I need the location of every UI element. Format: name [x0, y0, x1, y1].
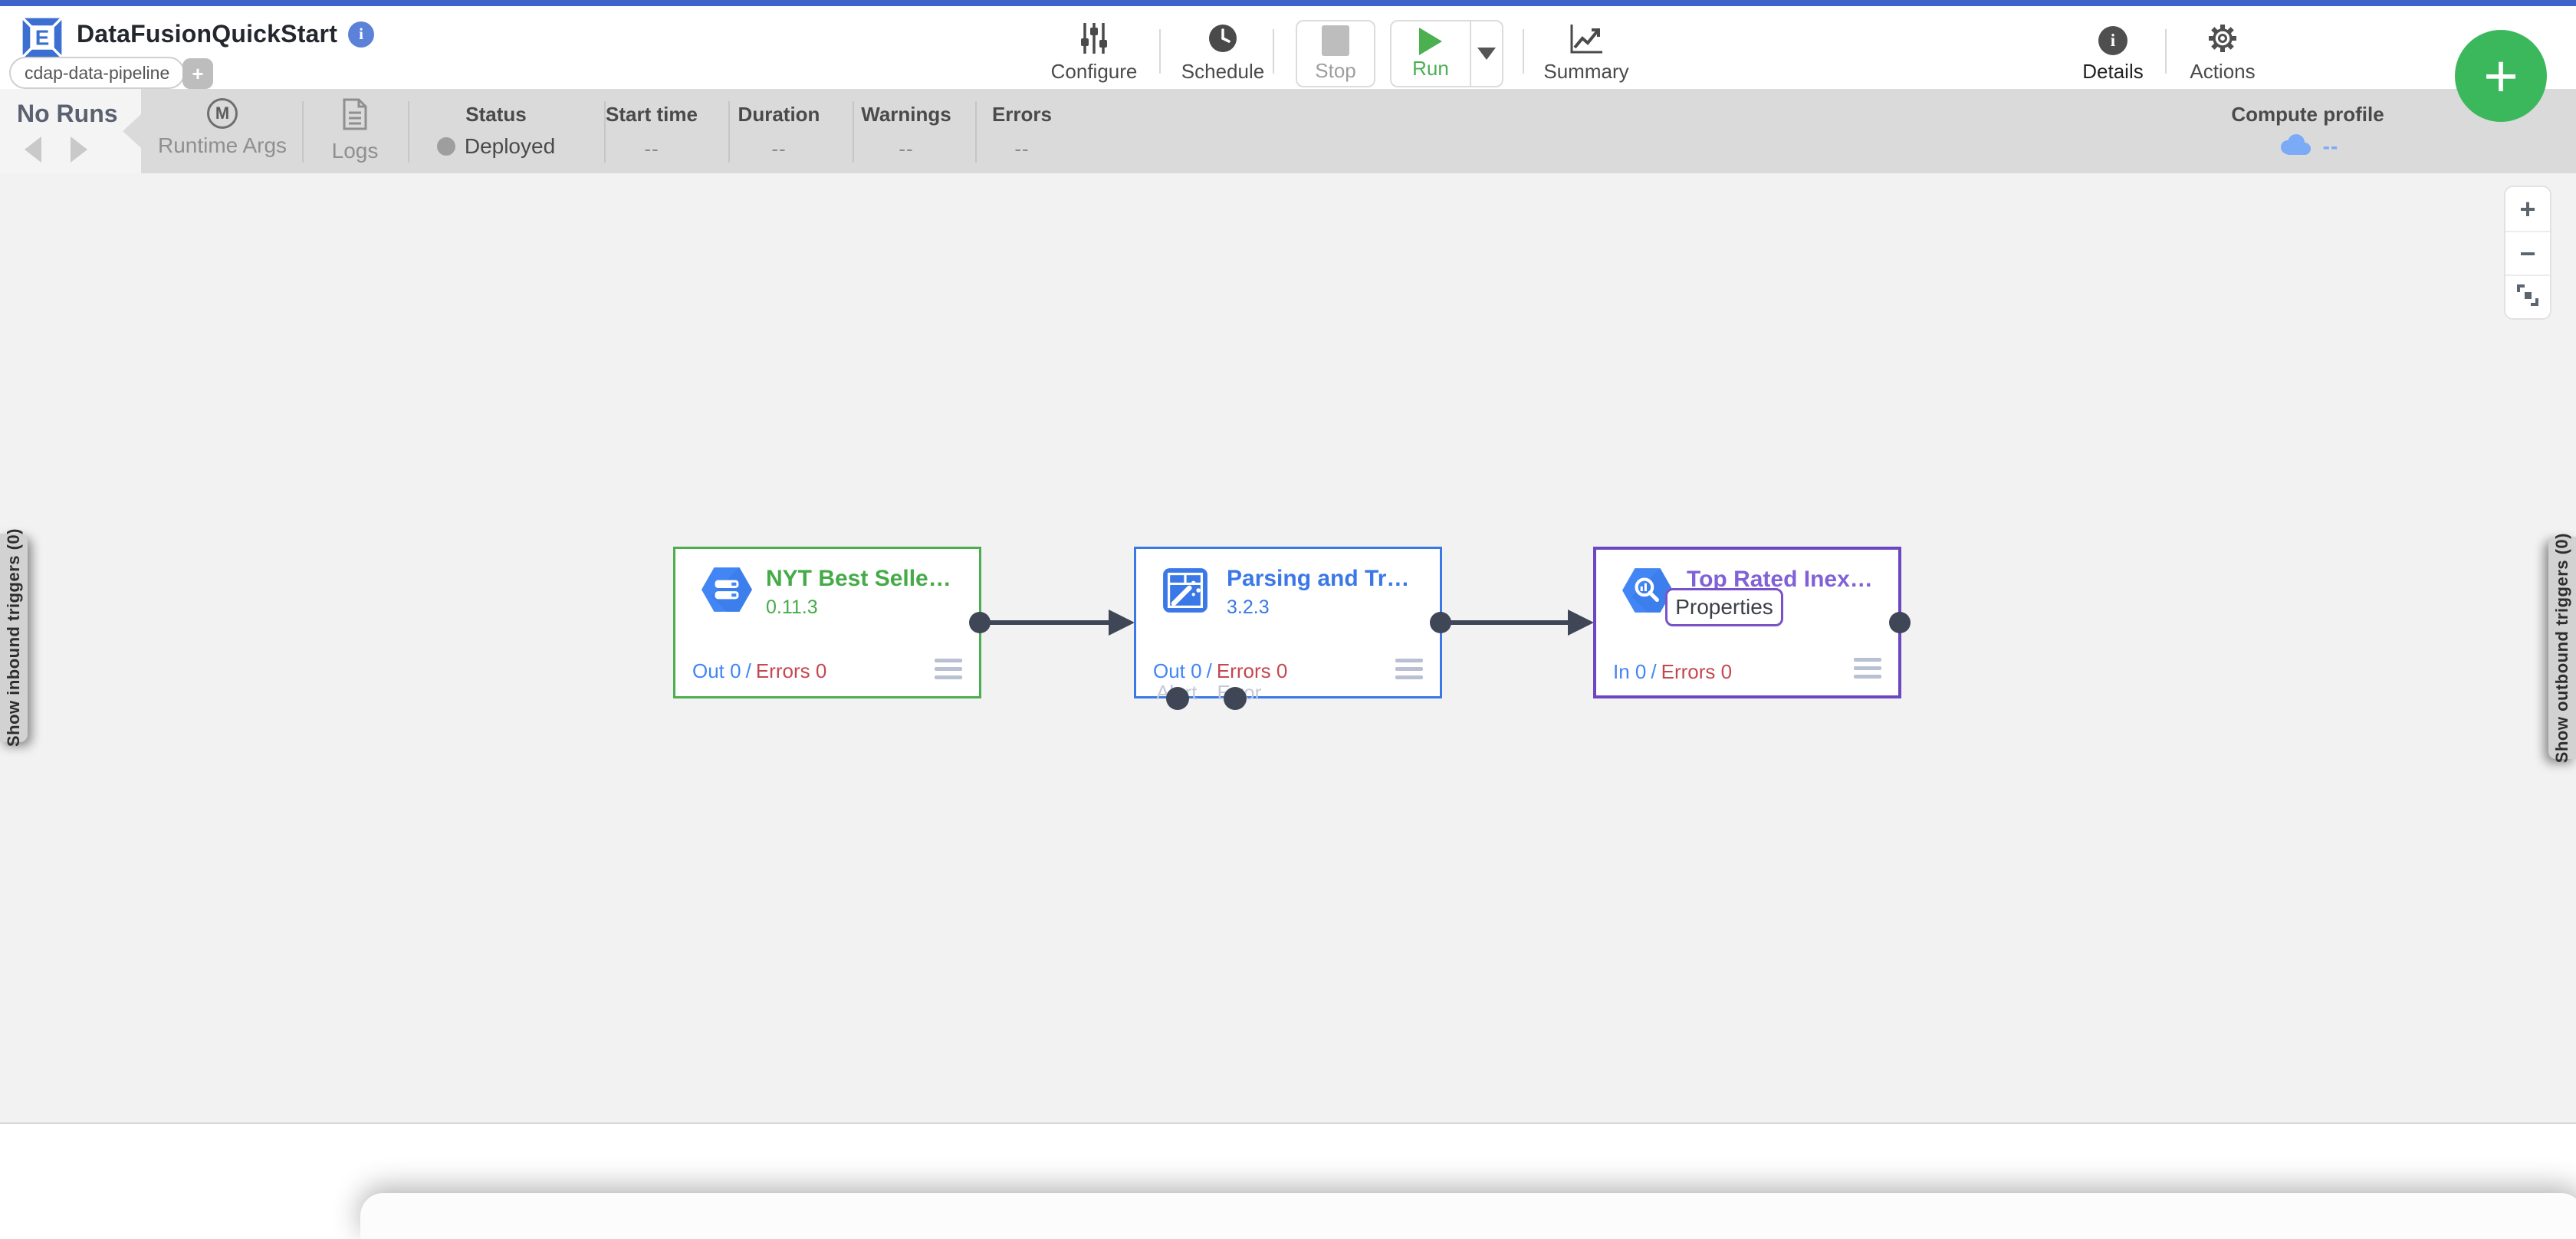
arrowhead-icon — [1568, 610, 1594, 636]
pipeline-info-icon[interactable]: i — [348, 21, 375, 48]
no-runs-label: No Runs — [17, 100, 118, 127]
duration-column: Duration -- — [738, 103, 820, 160]
add-tag-button[interactable]: + — [182, 58, 213, 89]
cdap-logo-icon: E — [20, 15, 64, 60]
divider — [1273, 29, 1274, 74]
divider — [853, 101, 854, 163]
info-circle-icon: i — [2098, 18, 2128, 55]
arrowhead-icon — [1109, 610, 1135, 636]
sink-hexagon-icon — [1622, 568, 1673, 616]
next-run-arrow[interactable] — [71, 136, 87, 163]
logo-letter: E — [35, 26, 50, 50]
outbound-triggers-tab[interactable]: Show outbound triggers (0) — [2548, 533, 2576, 763]
gear-icon — [2206, 18, 2239, 55]
source-hexagon-icon — [702, 567, 752, 616]
configure-button[interactable]: Configure — [1037, 18, 1152, 89]
node-nyt-best-sellers[interactable]: NYT Best Selle… 0.11.3 Out 0/Errors 0 — [673, 547, 981, 698]
details-button[interactable]: i Details — [2065, 18, 2160, 89]
previous-run-arrow[interactable] — [25, 136, 41, 163]
pipeline-type-chip: cdap-data-pipeline — [9, 57, 186, 89]
node-properties-button[interactable]: Properties — [1665, 588, 1783, 626]
start-time-column: Start time -- — [606, 103, 698, 160]
clock-icon — [1206, 18, 1240, 55]
status-dot-icon — [436, 137, 455, 156]
node-metrics: Out 0/Errors 0 — [1153, 659, 1288, 682]
caret-down-icon — [1477, 48, 1496, 60]
divider — [975, 101, 977, 163]
error-port[interactable] — [1224, 687, 1247, 710]
run-button-group: Run — [1390, 20, 1503, 87]
app-header: E DataFusionQuickStart i cdap-data-pipel… — [0, 6, 2576, 89]
output-port[interactable] — [1430, 612, 1451, 633]
node-menu-button[interactable] — [1854, 653, 1881, 679]
bottom-strip — [0, 1126, 2576, 1205]
connection-node2-node3 — [1441, 620, 1569, 625]
divider — [604, 101, 606, 163]
run-options-dropdown[interactable] — [1470, 21, 1502, 86]
node-menu-button[interactable] — [1395, 654, 1423, 679]
divider — [1159, 29, 1161, 74]
stop-button[interactable]: Stop — [1296, 20, 1375, 87]
runs-status-bar: No Runs M Runtime Args Logs Status Deplo… — [0, 89, 2576, 173]
divider — [728, 101, 730, 163]
warnings-column: Warnings -- — [861, 103, 951, 160]
zoom-controls: + − — [2504, 186, 2551, 320]
errors-column: Errors -- — [991, 103, 1053, 160]
runtime-args-button[interactable]: M Runtime Args — [158, 98, 287, 158]
fit-to-screen-icon — [2516, 281, 2539, 314]
bottom-drawer-edge — [360, 1193, 2576, 1239]
add-entity-fab[interactable]: + — [2455, 30, 2547, 122]
wrangler-icon — [1162, 567, 1208, 617]
compute-profile-selector[interactable]: -- — [2216, 133, 2400, 159]
node-parsing-transform[interactable]: Parsing and Tr… 3.2.3 Out 0/Errors 0 Ale… — [1134, 547, 1442, 704]
inbound-triggers-tab[interactable]: Show inbound triggers (0) — [0, 528, 28, 748]
top-accent-bar — [0, 0, 2576, 6]
zoom-out-button[interactable]: − — [2505, 231, 2550, 274]
chart-line-icon — [1569, 18, 1604, 55]
connection-node1-node2 — [980, 620, 1112, 625]
summary-button[interactable]: Summary — [1529, 18, 1644, 89]
compute-profile-block: Compute profile -- — [2216, 89, 2400, 173]
output-port[interactable] — [1889, 612, 1911, 633]
run-button[interactable]: Run — [1392, 21, 1470, 86]
schedule-button[interactable]: Schedule — [1165, 18, 1280, 89]
stop-square-icon — [1322, 25, 1349, 56]
divider — [302, 101, 304, 163]
cloud-icon — [2277, 133, 2312, 159]
status-value: Deployed — [464, 134, 556, 158]
fit-to-screen-button[interactable] — [2505, 274, 2550, 318]
logs-document-icon — [342, 98, 368, 134]
play-icon — [1419, 27, 1442, 55]
status-column: Status Deployed — [423, 89, 569, 173]
node-metrics: In 0/Errors 0 — [1613, 660, 1733, 683]
divider — [1523, 29, 1524, 74]
macro-m-icon: M — [207, 98, 238, 129]
alert-port[interactable] — [1166, 687, 1189, 710]
divider — [2165, 29, 2167, 74]
zoom-in-button[interactable]: + — [2505, 187, 2550, 231]
actions-button[interactable]: Actions — [2171, 18, 2274, 89]
node-metrics: Out 0/Errors 0 — [692, 659, 827, 682]
logs-button[interactable]: Logs — [313, 98, 397, 163]
page-title: DataFusionQuickStart — [77, 20, 338, 48]
divider — [408, 101, 409, 163]
tune-sliders-icon — [1079, 18, 1109, 55]
output-port[interactable] — [969, 612, 991, 633]
node-menu-button[interactable] — [935, 654, 962, 679]
